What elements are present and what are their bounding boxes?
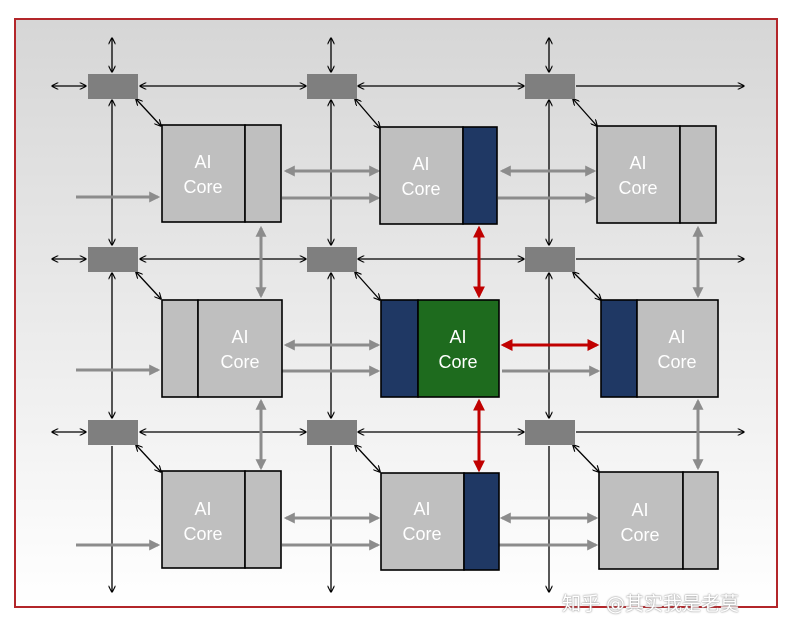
core-label-line1: AI — [629, 153, 646, 173]
ai-core-r2c1: AI Core — [161, 299, 283, 398]
core-label-line1: AI — [631, 500, 648, 520]
core-label-line1: AI — [412, 154, 429, 174]
ai-core-r3c3: AI Core — [598, 471, 719, 570]
core-label-line1: AI — [449, 327, 466, 347]
ai-core-r1c2: AI Core — [379, 126, 498, 225]
core-label-line1: AI — [194, 152, 211, 172]
ai-core-r2c2-active: AI Core — [380, 299, 500, 398]
router-r3c1 — [88, 420, 138, 445]
router-r1c1 — [88, 74, 138, 99]
core-label-line2: Core — [620, 525, 659, 545]
core-label-line2: Core — [183, 177, 222, 197]
router-r3c3 — [525, 420, 575, 445]
router-r2c2 — [307, 247, 357, 272]
ai-core-r1c1: AI Core — [161, 124, 282, 223]
core-label-line1: AI — [413, 499, 430, 519]
core-label-line2: Core — [220, 352, 259, 372]
router-r2c3 — [525, 247, 575, 272]
core-label-line2: Core — [438, 352, 477, 372]
core-label-line1: AI — [194, 499, 211, 519]
active-core-links — [473, 225, 600, 473]
core-label-line2: Core — [618, 178, 657, 198]
ai-core-r2c3: AI Core — [600, 299, 719, 398]
data-flow-arrows — [76, 165, 704, 551]
router-r1c2 — [307, 74, 357, 99]
router-core-links — [136, 99, 601, 472]
routers — [88, 74, 575, 445]
ai-cores: AI Core AI Core AI Core AI Core AI — [161, 124, 719, 571]
core-label-line2: Core — [657, 352, 696, 372]
ai-core-r3c1: AI Core — [161, 470, 282, 569]
watermark: 知乎 @其实我是老莫 — [562, 593, 740, 615]
router-r2c1 — [88, 247, 138, 272]
core-label-line2: Core — [183, 524, 222, 544]
core-label-line2: Core — [401, 179, 440, 199]
ai-core-r3c2: AI Core — [380, 472, 500, 571]
core-label-line1: AI — [231, 327, 248, 347]
router-r3c2 — [307, 420, 357, 445]
core-label-line2: Core — [402, 524, 441, 544]
router-r1c3 — [525, 74, 575, 99]
core-label-line1: AI — [668, 327, 685, 347]
ai-core-r1c3: AI Core — [596, 125, 717, 224]
